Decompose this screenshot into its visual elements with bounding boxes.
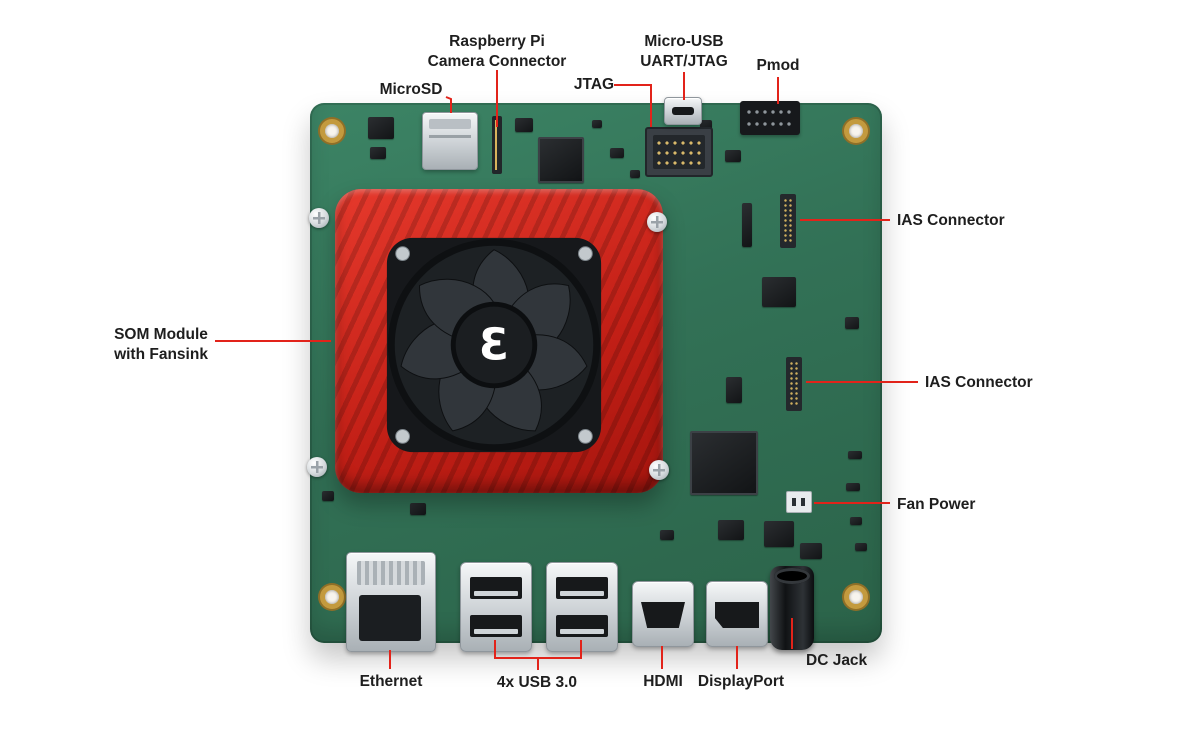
chip <box>762 277 796 307</box>
hdmi-port <box>632 581 694 647</box>
micro-usb-port <box>664 97 702 125</box>
label-microsd: MicroSD <box>379 81 443 98</box>
label-ias-connector-bottom: IAS Connector <box>925 374 1033 391</box>
fansink-logo-icon: Ɛ <box>479 321 509 371</box>
microsd-cover <box>429 119 471 129</box>
chip <box>845 317 859 329</box>
ethernet-port <box>346 552 436 652</box>
camera-connector-contacts <box>495 120 497 170</box>
chip <box>764 521 794 547</box>
label-som-line2: with Fansink <box>114 345 208 363</box>
chip <box>718 520 744 540</box>
label-usb: 4x USB 3.0 <box>496 674 578 691</box>
label-ias-connector-top: IAS Connector <box>897 212 1005 229</box>
jtag-pins <box>653 135 705 169</box>
chip <box>368 117 394 139</box>
usb-opening <box>470 577 522 599</box>
label-displayport: DisplayPort <box>697 673 785 690</box>
label-camera-line1: Raspberry Pi <box>449 33 545 50</box>
som-screw <box>307 457 327 477</box>
jtag-header <box>645 127 713 177</box>
label-som-line1: SOM Module <box>114 326 208 343</box>
label-micro-usb: Micro-USB UART/JTAG <box>640 32 728 72</box>
chip <box>690 431 758 495</box>
som-screw <box>309 208 329 228</box>
usb-tongue <box>474 591 518 596</box>
chip <box>410 503 426 515</box>
ias-connector-pins <box>783 198 793 244</box>
fan-power-pin <box>792 498 796 506</box>
label-camera-connector: Raspberry Pi Camera Connector <box>428 32 567 72</box>
mounting-hole <box>320 585 344 609</box>
fan-power-connector <box>786 491 812 513</box>
chip <box>322 491 334 501</box>
dc-jack <box>770 566 814 650</box>
label-ethernet: Ethernet <box>359 673 423 690</box>
chip <box>848 451 862 459</box>
usb-opening <box>470 615 522 637</box>
usb-opening <box>556 615 608 637</box>
pin-header <box>742 203 752 247</box>
usb3-stack-right <box>546 562 618 652</box>
chip <box>370 147 386 159</box>
ias-connector-top <box>780 194 796 248</box>
label-fan-power: Fan Power <box>897 496 976 513</box>
som-screw <box>649 460 669 480</box>
ias-connector-bottom <box>786 357 802 411</box>
mounting-hole <box>844 119 868 143</box>
label-micro-usb-line1: Micro-USB <box>644 33 724 50</box>
som-fansink: Ɛ <box>335 189 663 493</box>
som-screw <box>647 212 667 232</box>
label-camera-line2: Camera Connector <box>427 52 567 70</box>
label-dc-jack: DC Jack <box>806 652 868 669</box>
ethernet-opening <box>359 595 421 641</box>
displayport-opening <box>715 602 759 628</box>
microsd-seam <box>429 135 471 138</box>
dc-jack-barrel-opening <box>774 568 810 584</box>
label-som-module: SOM Module with Fansink <box>114 325 208 365</box>
micro-usb-opening <box>672 107 694 115</box>
displayport-port <box>706 581 768 647</box>
chip <box>700 120 712 130</box>
usb-opening <box>556 577 608 599</box>
ias-connector-pins <box>789 361 799 407</box>
fan: Ɛ <box>386 237 602 453</box>
hdmi-opening <box>641 602 685 628</box>
chip <box>800 543 822 559</box>
usb3-stack-left <box>460 562 532 652</box>
pcb-board: Ɛ <box>307 97 882 652</box>
chip <box>660 530 674 540</box>
label-hdmi: HDMI <box>643 673 683 690</box>
usb-tongue <box>560 629 604 634</box>
usb-tongue <box>474 629 518 634</box>
fan-corner-screws <box>395 246 593 444</box>
chip <box>630 170 640 178</box>
chip <box>610 148 624 158</box>
ethernet-vents <box>357 561 425 585</box>
chip <box>592 120 602 128</box>
chip <box>538 137 584 183</box>
pmod-connector <box>740 101 800 135</box>
chip <box>850 517 862 525</box>
usb-tongue <box>560 591 604 596</box>
chip <box>846 483 860 491</box>
label-pmod: Pmod <box>756 57 800 74</box>
chip <box>725 150 741 162</box>
chip <box>726 377 742 403</box>
mounting-hole <box>320 119 344 143</box>
chip <box>855 543 867 551</box>
microsd-slot <box>422 112 478 170</box>
label-jtag: JTAG <box>573 76 615 93</box>
pmod-pin-holes <box>745 106 795 130</box>
label-micro-usb-line2: UART/JTAG <box>640 52 728 70</box>
fan-hub <box>455 306 533 384</box>
camera-connector <box>492 116 502 174</box>
mounting-hole <box>844 585 868 609</box>
fan-power-pin <box>801 498 805 506</box>
chip <box>515 118 533 132</box>
